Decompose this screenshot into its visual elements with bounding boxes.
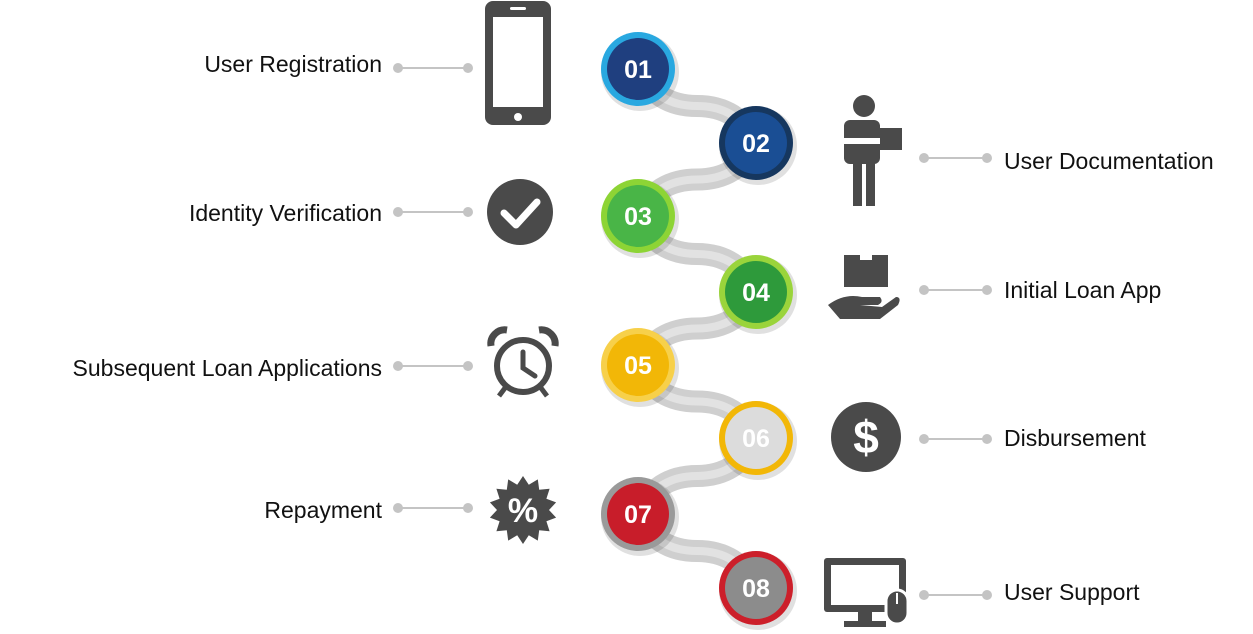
checkmark-circle-icon	[487, 179, 553, 245]
connector-line	[919, 153, 992, 163]
alarm-clock-icon	[487, 326, 559, 398]
step-circle: 04	[719, 255, 797, 334]
step-number: 04	[742, 279, 770, 307]
step-label: User Registration	[204, 51, 382, 77]
connector-line	[393, 503, 473, 513]
step-label: Disbursement	[1004, 425, 1146, 451]
delivery-person-icon	[840, 95, 902, 206]
dollar-coin-icon: $	[831, 402, 901, 472]
step-label: Initial Loan App	[1004, 277, 1162, 303]
smartphone-icon	[485, 1, 551, 125]
step-circle: 08	[719, 551, 797, 630]
step-circle: 05	[601, 328, 679, 407]
step-label: User Support	[1004, 579, 1140, 605]
connector-line	[393, 361, 473, 371]
percent-badge-icon: %	[489, 476, 557, 544]
step-circle: 06	[719, 401, 797, 480]
step-circle: 07	[601, 477, 679, 556]
step-number: 08	[742, 575, 770, 603]
computer-mouse-icon	[824, 558, 910, 627]
step-number: 02	[742, 130, 770, 158]
step-circle: 03	[601, 179, 679, 258]
step-label: User Documentation	[1004, 148, 1214, 174]
step-circle: 02	[719, 106, 797, 185]
connector-line	[393, 207, 473, 217]
svg-text:$: $	[853, 411, 879, 463]
step-number: 06	[742, 425, 770, 453]
hand-box-icon	[828, 255, 900, 319]
connector-line	[919, 434, 992, 444]
step-number: 03	[624, 203, 652, 231]
step-label: Subsequent Loan Applications	[72, 355, 382, 381]
step-number: 07	[624, 501, 652, 529]
step-label: Identity Verification	[188, 200, 382, 226]
step-label: Repayment	[264, 497, 382, 523]
step-number: 01	[624, 56, 652, 84]
svg-text:%: %	[508, 492, 538, 530]
step-circle: 01	[601, 32, 679, 111]
connector-line	[919, 285, 992, 295]
connector-line	[393, 63, 473, 73]
step-number: 05	[624, 352, 652, 380]
connector-line	[919, 590, 992, 600]
